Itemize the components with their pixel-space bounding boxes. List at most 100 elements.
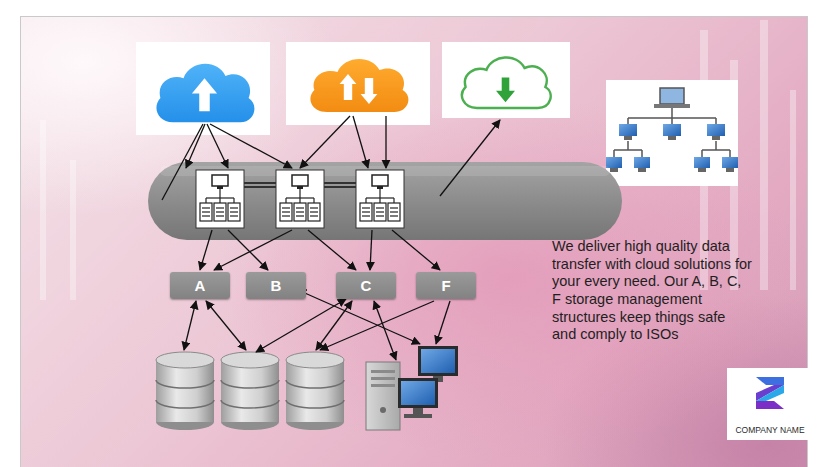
svg-rect [70,160,76,300]
svg-line [641,150,643,157]
svg-line [324,182,358,184]
svg-line [627,141,629,150]
svg-line [299,189,300,198]
svg-g [614,108,730,157]
svg-line [613,150,615,157]
box-label: F [441,278,450,293]
svg-polygon [756,377,784,385]
svg-line [362,207,370,208]
svg-line [702,149,730,151]
svg-path [156,380,214,408]
svg-rect [360,203,372,221]
svg-ellipse [286,352,344,368]
svg-line [233,198,234,203]
svg-line [436,301,450,344]
svg-rect [698,168,706,172]
network-tree-icon [606,80,738,186]
svg-line [230,211,238,212]
svg-rect [371,370,395,373]
svg-polygon [340,74,357,100]
download-cloud-icon [442,42,570,118]
svg-line [207,124,228,168]
svg-line [376,211,384,212]
svg-g [286,352,344,430]
svg-line [715,118,717,124]
svg-line [202,207,210,208]
box-label: A [195,278,206,293]
tagline-text: We deliver high quality data transfer wi… [552,238,752,344]
svg-rect [356,170,404,228]
svg-polygon [756,401,784,409]
svg-line [310,207,318,208]
svg-line [313,198,314,203]
svg-rect [374,203,386,221]
svg-rect [286,412,344,422]
svg-line [324,186,358,188]
workstation-icon [366,346,458,430]
svg-g [156,64,254,122]
svg-rect [292,175,308,186]
svg-line [210,124,292,168]
svg-line [370,230,372,270]
svg-rect [196,170,244,228]
company-logo [752,373,788,413]
svg-rect [694,157,710,168]
svg-line [362,215,370,216]
svg-rect [388,203,400,221]
svg-rect [294,203,306,221]
svg-rect [442,42,570,118]
svg-g [360,189,400,221]
svg-g [610,136,734,172]
svg-line [228,230,268,270]
svg-line [285,198,286,203]
svg-line [300,116,350,168]
svg-line [376,215,384,216]
svg-rect [371,384,395,387]
svg-line [308,230,356,270]
svg-line [282,211,290,212]
flow-lines [162,116,500,360]
svg-path [462,58,551,108]
svg-rect [619,124,637,136]
svg-rect [418,346,458,376]
svg-polygon [756,385,784,401]
svg-line [627,118,629,124]
svg-path [156,64,254,122]
svg-circle [380,407,386,413]
svg-rect [421,349,455,373]
svg-line [202,215,210,216]
svg-path [286,380,344,408]
svg-rect [654,104,690,108]
sync-cloud-icon [286,42,430,125]
svg-rect [366,362,400,430]
storage-box: B [246,272,306,299]
svg-line [205,198,206,203]
svg-rect [286,360,344,422]
box-label: B [271,278,282,293]
svg-polygon [361,78,378,104]
svg-line [671,118,673,124]
svg-ellipse [156,352,214,368]
svg-line [310,211,318,212]
storage-box: C [336,272,396,299]
svg-rect [221,360,279,422]
svg-line [219,198,220,203]
svg-rect [286,42,430,125]
svg-line [200,230,212,270]
svg-line [216,207,224,208]
svg-line [202,211,210,212]
svg-rect [606,80,738,186]
svg-rect [634,157,650,168]
svg-rect [40,120,46,300]
svg-g [200,189,240,221]
svg-line [219,189,220,198]
box-label: C [361,278,372,293]
server-icons [196,170,404,228]
svg-rect [221,412,279,422]
svg-line [390,215,398,216]
svg-line [244,182,278,184]
svg-rect [200,203,212,221]
svg-rect [280,203,292,221]
svg-polygon [756,385,784,401]
svg-rect [156,412,214,422]
